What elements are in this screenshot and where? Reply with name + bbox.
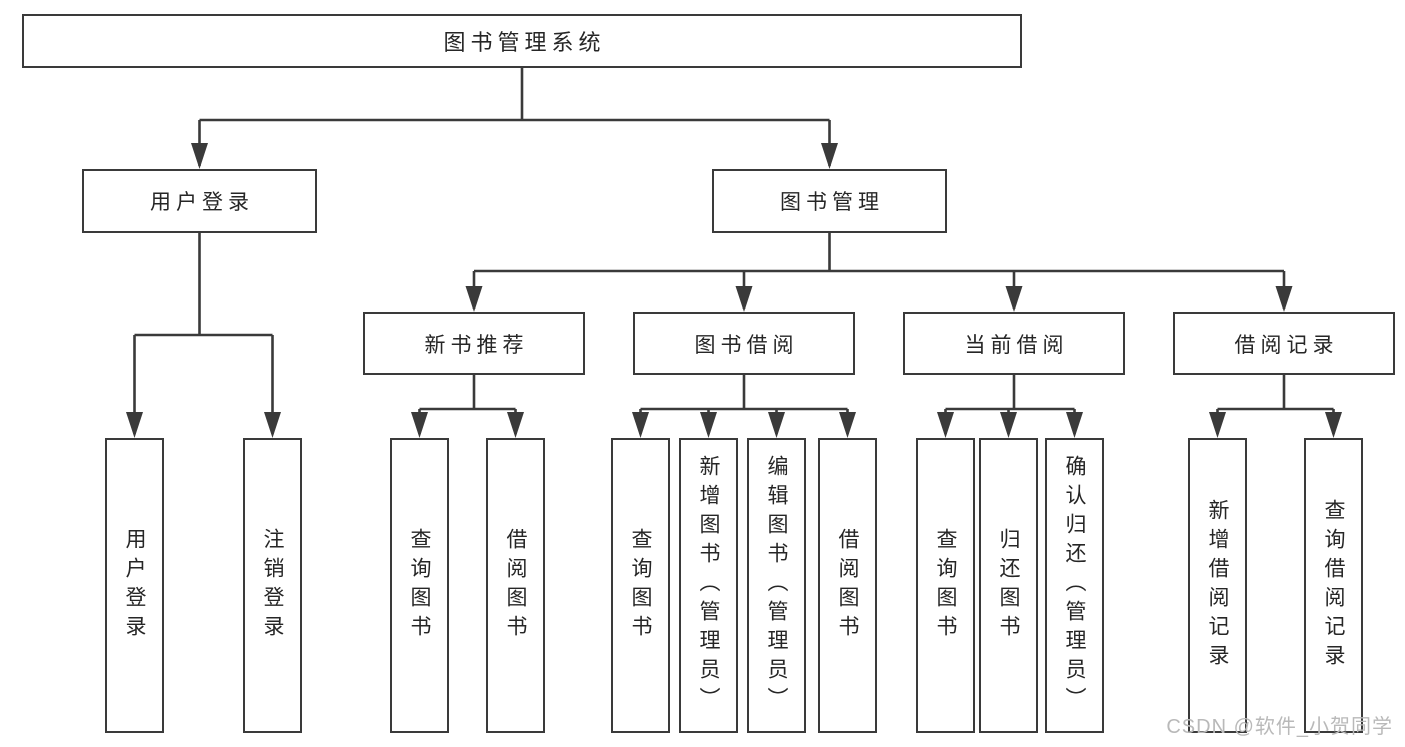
leaf-logout: 注销登录: [243, 438, 302, 733]
leaf-user-login-label: 用户登录: [123, 527, 146, 644]
leaf-newbook-query-book: 查询图书: [390, 438, 449, 733]
leaf-newbook-borrow-book: 借阅图书: [486, 438, 545, 733]
node-borrow-records: 借阅记录: [1173, 312, 1395, 375]
leaf-records-add-record: 新增借阅记录: [1188, 438, 1247, 733]
node-new-book-recommend-label: 新书推荐: [424, 333, 529, 357]
leaf-current-return-book-label: 归还图书: [997, 527, 1020, 644]
node-book-borrow-label: 图书借阅: [694, 333, 799, 357]
leaf-borrow-borrow-book-label: 借阅图书: [836, 527, 859, 644]
leaf-user-login: 用户登录: [105, 438, 164, 733]
leaf-logout-label: 注销登录: [261, 527, 284, 644]
leaf-current-confirm-return-admin-label: 确认归还（管理员）: [1063, 455, 1086, 716]
leaf-newbook-query-book-label: 查询图书: [408, 527, 431, 644]
leaf-borrow-add-book-admin-label: 新增图书（管理员）: [697, 455, 720, 716]
node-root: 图书管理系统: [22, 14, 1022, 68]
node-book-management-label: 图书管理: [780, 191, 884, 214]
leaf-borrow-borrow-book: 借阅图书: [818, 438, 877, 733]
node-current-borrow: 当前借阅: [903, 312, 1125, 375]
node-book-management: 图书管理: [712, 169, 947, 233]
leaf-current-query-book-label: 查询图书: [934, 527, 957, 644]
node-book-borrow: 图书借阅: [633, 312, 855, 375]
node-current-borrow-label: 当前借阅: [964, 333, 1069, 357]
leaf-borrow-edit-book-admin-label: 编辑图书（管理员）: [765, 455, 788, 716]
node-user-login: 用户登录: [82, 169, 317, 233]
node-borrow-records-label: 借阅记录: [1234, 333, 1339, 357]
leaf-borrow-edit-book-admin: 编辑图书（管理员）: [747, 438, 806, 733]
node-new-book-recommend: 新书推荐: [363, 312, 585, 375]
leaf-newbook-borrow-book-label: 借阅图书: [504, 527, 527, 644]
watermark: CSDN @软件_小贺同学: [1166, 716, 1393, 738]
leaf-records-add-record-label: 新增借阅记录: [1206, 498, 1229, 673]
leaf-borrow-query-book: 查询图书: [611, 438, 670, 733]
leaf-records-query-record-label: 查询借阅记录: [1322, 498, 1345, 673]
node-root-label: 图书管理系统: [443, 30, 606, 55]
leaf-current-confirm-return-admin: 确认归还（管理员）: [1045, 438, 1104, 733]
leaf-current-query-book: 查询图书: [916, 438, 975, 733]
arrowheads: [126, 143, 1342, 438]
node-user-login-label: 用户登录: [150, 191, 254, 214]
leaf-current-return-book: 归还图书: [979, 438, 1038, 733]
leaf-records-query-record: 查询借阅记录: [1304, 438, 1363, 733]
leaf-borrow-add-book-admin: 新增图书（管理员）: [679, 438, 738, 733]
leaf-borrow-query-book-label: 查询图书: [629, 527, 652, 644]
